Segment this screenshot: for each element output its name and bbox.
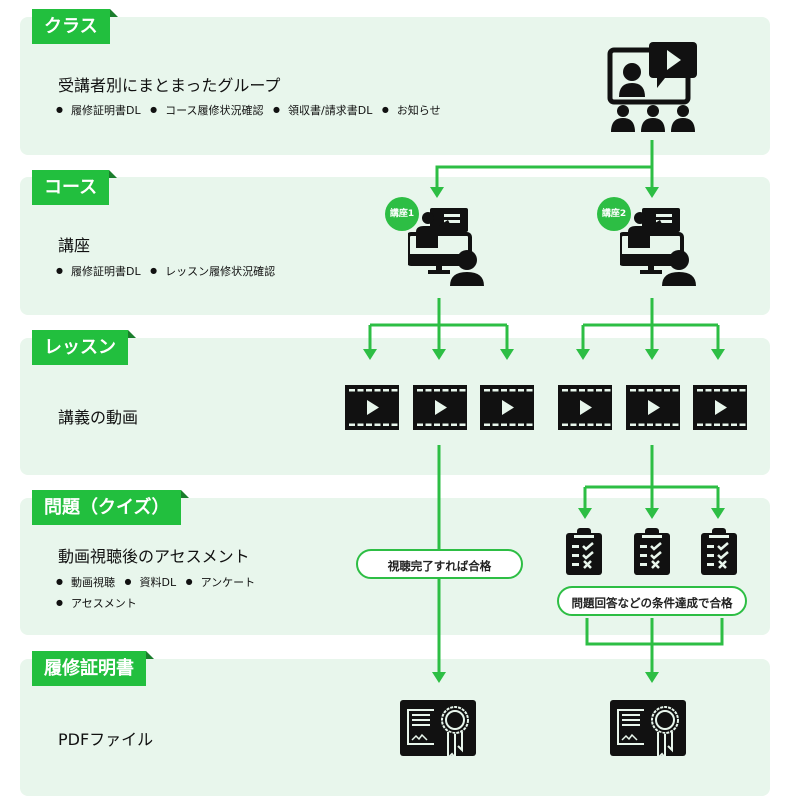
video-icon: [480, 385, 534, 430]
arrowhead: [432, 672, 446, 683]
quiz-clipboard-icon: [566, 528, 602, 575]
course-badge: 講座1: [385, 197, 419, 231]
bullet-item: 動画視聴: [56, 572, 115, 593]
arrowhead: [645, 508, 659, 519]
pass-watch-label: 視聴完了すれば合格: [356, 549, 523, 579]
course-tag: コース: [32, 170, 118, 205]
quiz-tag: 問題（クイズ）: [32, 490, 190, 525]
connector-lesson2-quizzes: [583, 445, 720, 509]
arrowhead: [363, 349, 377, 360]
certificate-heading: PDFファイル: [58, 730, 154, 749]
course-heading: 講座: [58, 236, 91, 255]
bullet-item: 履修証明書DL: [56, 102, 141, 118]
certificate-icon: [400, 700, 476, 761]
arrowhead: [576, 349, 590, 360]
video-icon: [626, 385, 680, 430]
instructor-icon: [620, 208, 696, 286]
bullet-item: 資料DL: [124, 572, 176, 593]
arrowheads: [363, 187, 725, 683]
lesson-heading: 講義の動画: [58, 408, 139, 427]
course-bullets: 履修証明書DL レッスン履修状況確認: [56, 263, 281, 279]
pass-quiz-label: 問題回答などの条件達成で合格: [557, 586, 747, 616]
bullet-item: 領収書/請求書DL: [273, 102, 372, 118]
certificate-icon: [610, 700, 686, 761]
online-class-icon: [607, 42, 697, 132]
bullet-item: アセスメント: [56, 593, 137, 614]
arrowhead: [645, 187, 659, 198]
quiz-bullets: 動画視聴 資料DL アンケート アセスメント: [56, 572, 286, 614]
video-icon: [558, 385, 612, 430]
connector-quiz-certificate: [585, 618, 724, 673]
class-tag: クラス: [32, 9, 118, 44]
arrowhead: [500, 349, 514, 360]
video-icon: [693, 385, 747, 430]
arrowhead: [432, 349, 446, 360]
quiz-clipboard-icon: [701, 528, 737, 575]
bullet-item: お知らせ: [382, 102, 441, 118]
connector-course2-lessons: [581, 298, 720, 350]
arrowhead: [645, 349, 659, 360]
bullet-item: 履修証明書DL: [56, 263, 141, 279]
video-icon: [413, 385, 467, 430]
connector-class-courses: [435, 140, 654, 188]
arrowhead: [430, 187, 444, 198]
arrowhead: [578, 508, 592, 519]
arrowhead: [711, 508, 725, 519]
arrowhead: [711, 349, 725, 360]
certificate-tag: 履修証明書: [32, 651, 154, 686]
instructor-icon: [408, 208, 484, 286]
course-badge: 講座2: [597, 197, 631, 231]
class-heading: 受講者別にまとまったグループ: [58, 76, 281, 95]
bullet-item: アンケート: [186, 572, 256, 593]
bullet-item: コース履修状況確認: [150, 102, 263, 118]
bullet-item: レッスン履修状況確認: [150, 263, 275, 279]
class-bullets: 履修証明書DL コース履修状況確認 領収書/請求書DL お知らせ: [56, 102, 447, 118]
video-icon: [345, 385, 399, 430]
quiz-heading: 動画視聴後のアセスメント: [58, 547, 250, 566]
lesson-tag: レッスン: [32, 330, 136, 365]
connector-course1-lessons: [368, 298, 509, 350]
arrowhead: [645, 672, 659, 683]
quiz-clipboard-icon: [634, 528, 670, 575]
